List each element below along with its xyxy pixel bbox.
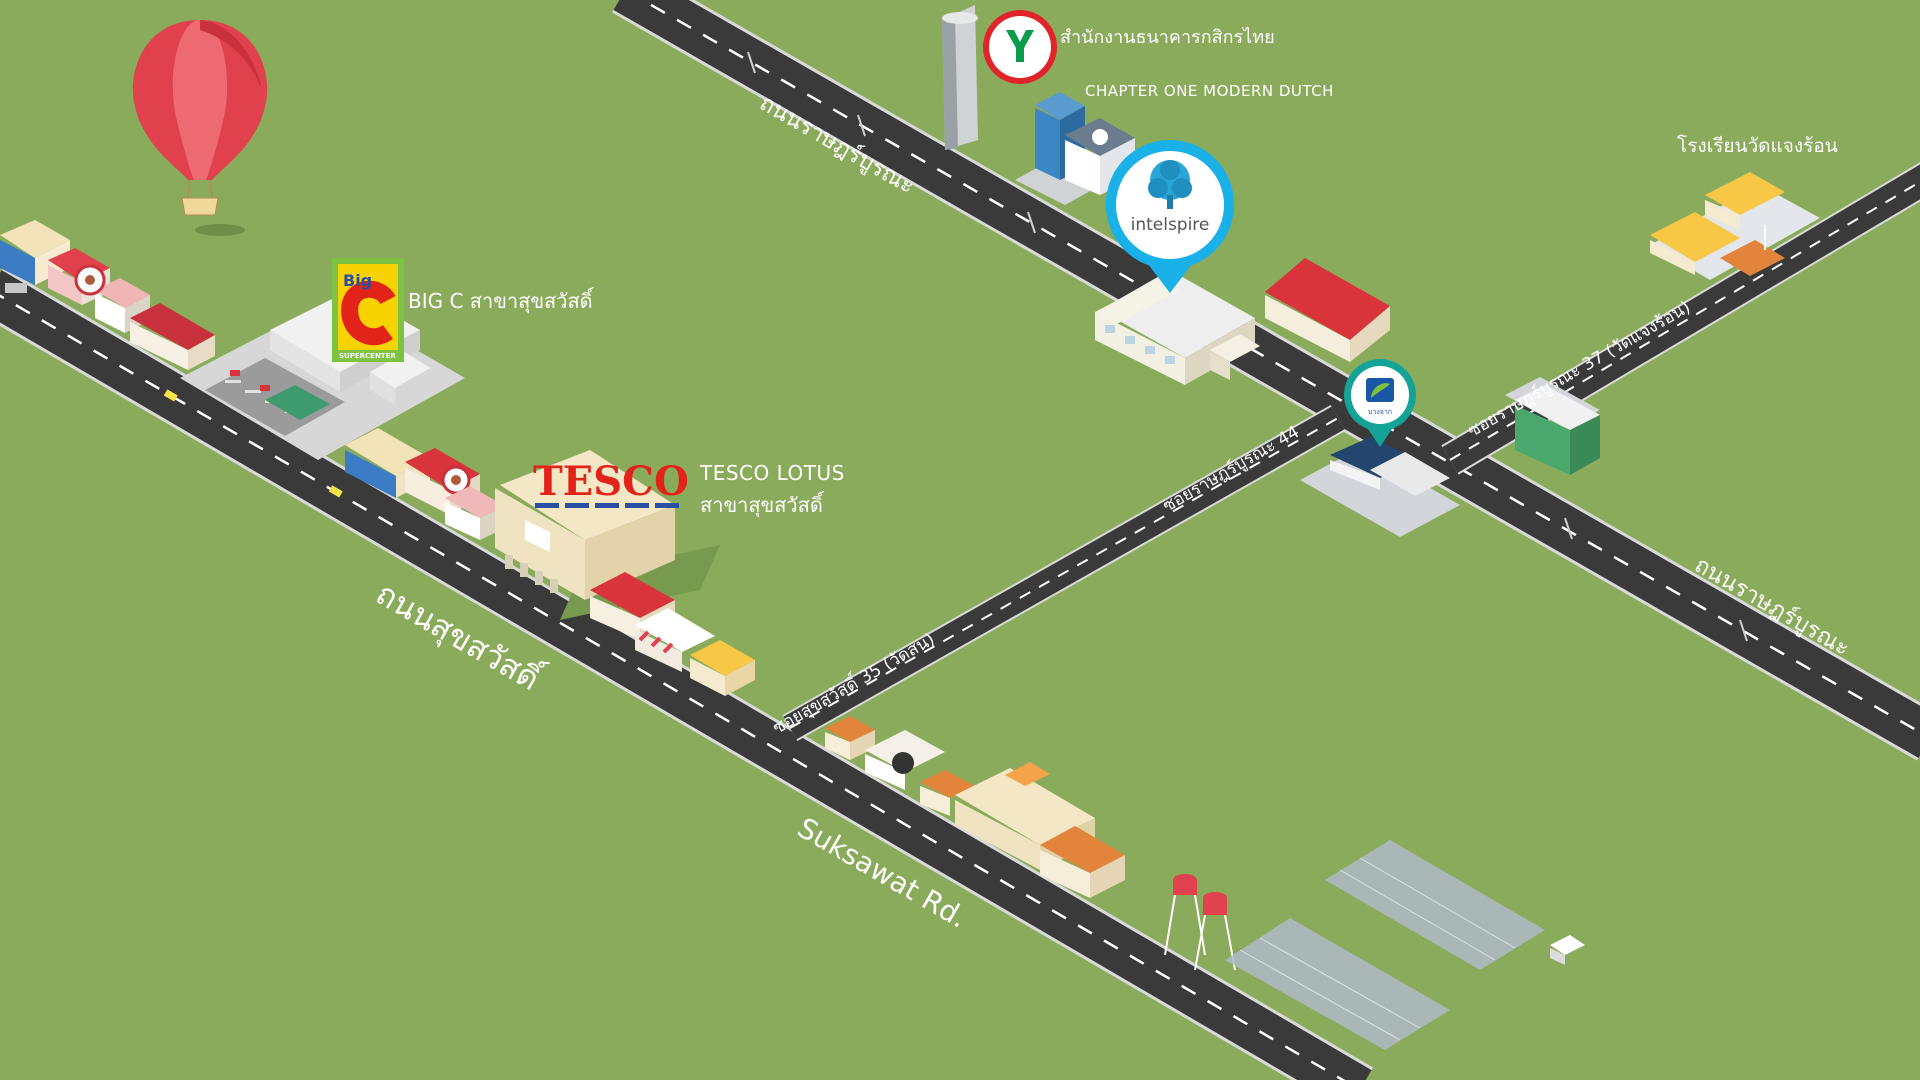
shophouse-row-middle: [345, 428, 505, 540]
intelspire-pin[interactable]: intelspire: [1105, 140, 1234, 293]
water-tower-icon: [1164, 874, 1236, 971]
label-school[interactable]: โรงเรียนวัดแจงร้อน: [1677, 135, 1838, 157]
svg-text:TESCO: TESCO: [533, 458, 689, 505]
label-bigc[interactable]: BIG C สาขาสุขสวัสดิ์: [408, 289, 593, 313]
label-tesco-line1[interactable]: TESCO LOTUS: [700, 461, 845, 485]
label-tesco-line2[interactable]: สาขาสุขสวัสดิ์: [700, 493, 823, 517]
kbank-tower: [942, 5, 978, 150]
shophouse-row-left: [0, 220, 215, 370]
kbank-logo-icon: [983, 10, 1057, 84]
bangchak-pin[interactable]: บางจาก: [1344, 359, 1416, 447]
hot-air-balloon-icon: [132, 20, 268, 236]
road-ratburana-north: [612, 0, 1920, 761]
solar-farm: [1225, 840, 1585, 1050]
tree-icon: [1148, 160, 1192, 209]
svg-text:บางจาก: บางจาก: [1368, 408, 1392, 416]
office-building-green: [1505, 377, 1600, 475]
car-icon: [163, 389, 178, 402]
shophouse-ratburana: [1265, 258, 1390, 362]
label-kbank[interactable]: สำนักงานธนาคารกสิกรไทย: [1060, 27, 1275, 48]
road-soi-35: [782, 404, 1346, 742]
tesco-logo: TESCO: [533, 458, 689, 508]
intelspire-building: [1095, 270, 1260, 385]
car-icon: [328, 485, 343, 498]
road-suksawat: [0, 267, 1374, 1080]
svg-text:intelspire: intelspire: [1131, 215, 1210, 235]
bigc-logo: [332, 258, 404, 362]
bigc-logo-bottom: SUPERCENTER: [339, 352, 396, 360]
bangchak-station: [1300, 437, 1460, 537]
label-chapter-one[interactable]: CHAPTER ONE MODERN DUTCH: [1085, 82, 1334, 100]
school-building: [1650, 172, 1820, 280]
bigc-logo-top: Big: [343, 271, 372, 290]
shophouse-row-lower: [825, 716, 1125, 898]
shophouse-row-tesco-right: [590, 572, 755, 696]
